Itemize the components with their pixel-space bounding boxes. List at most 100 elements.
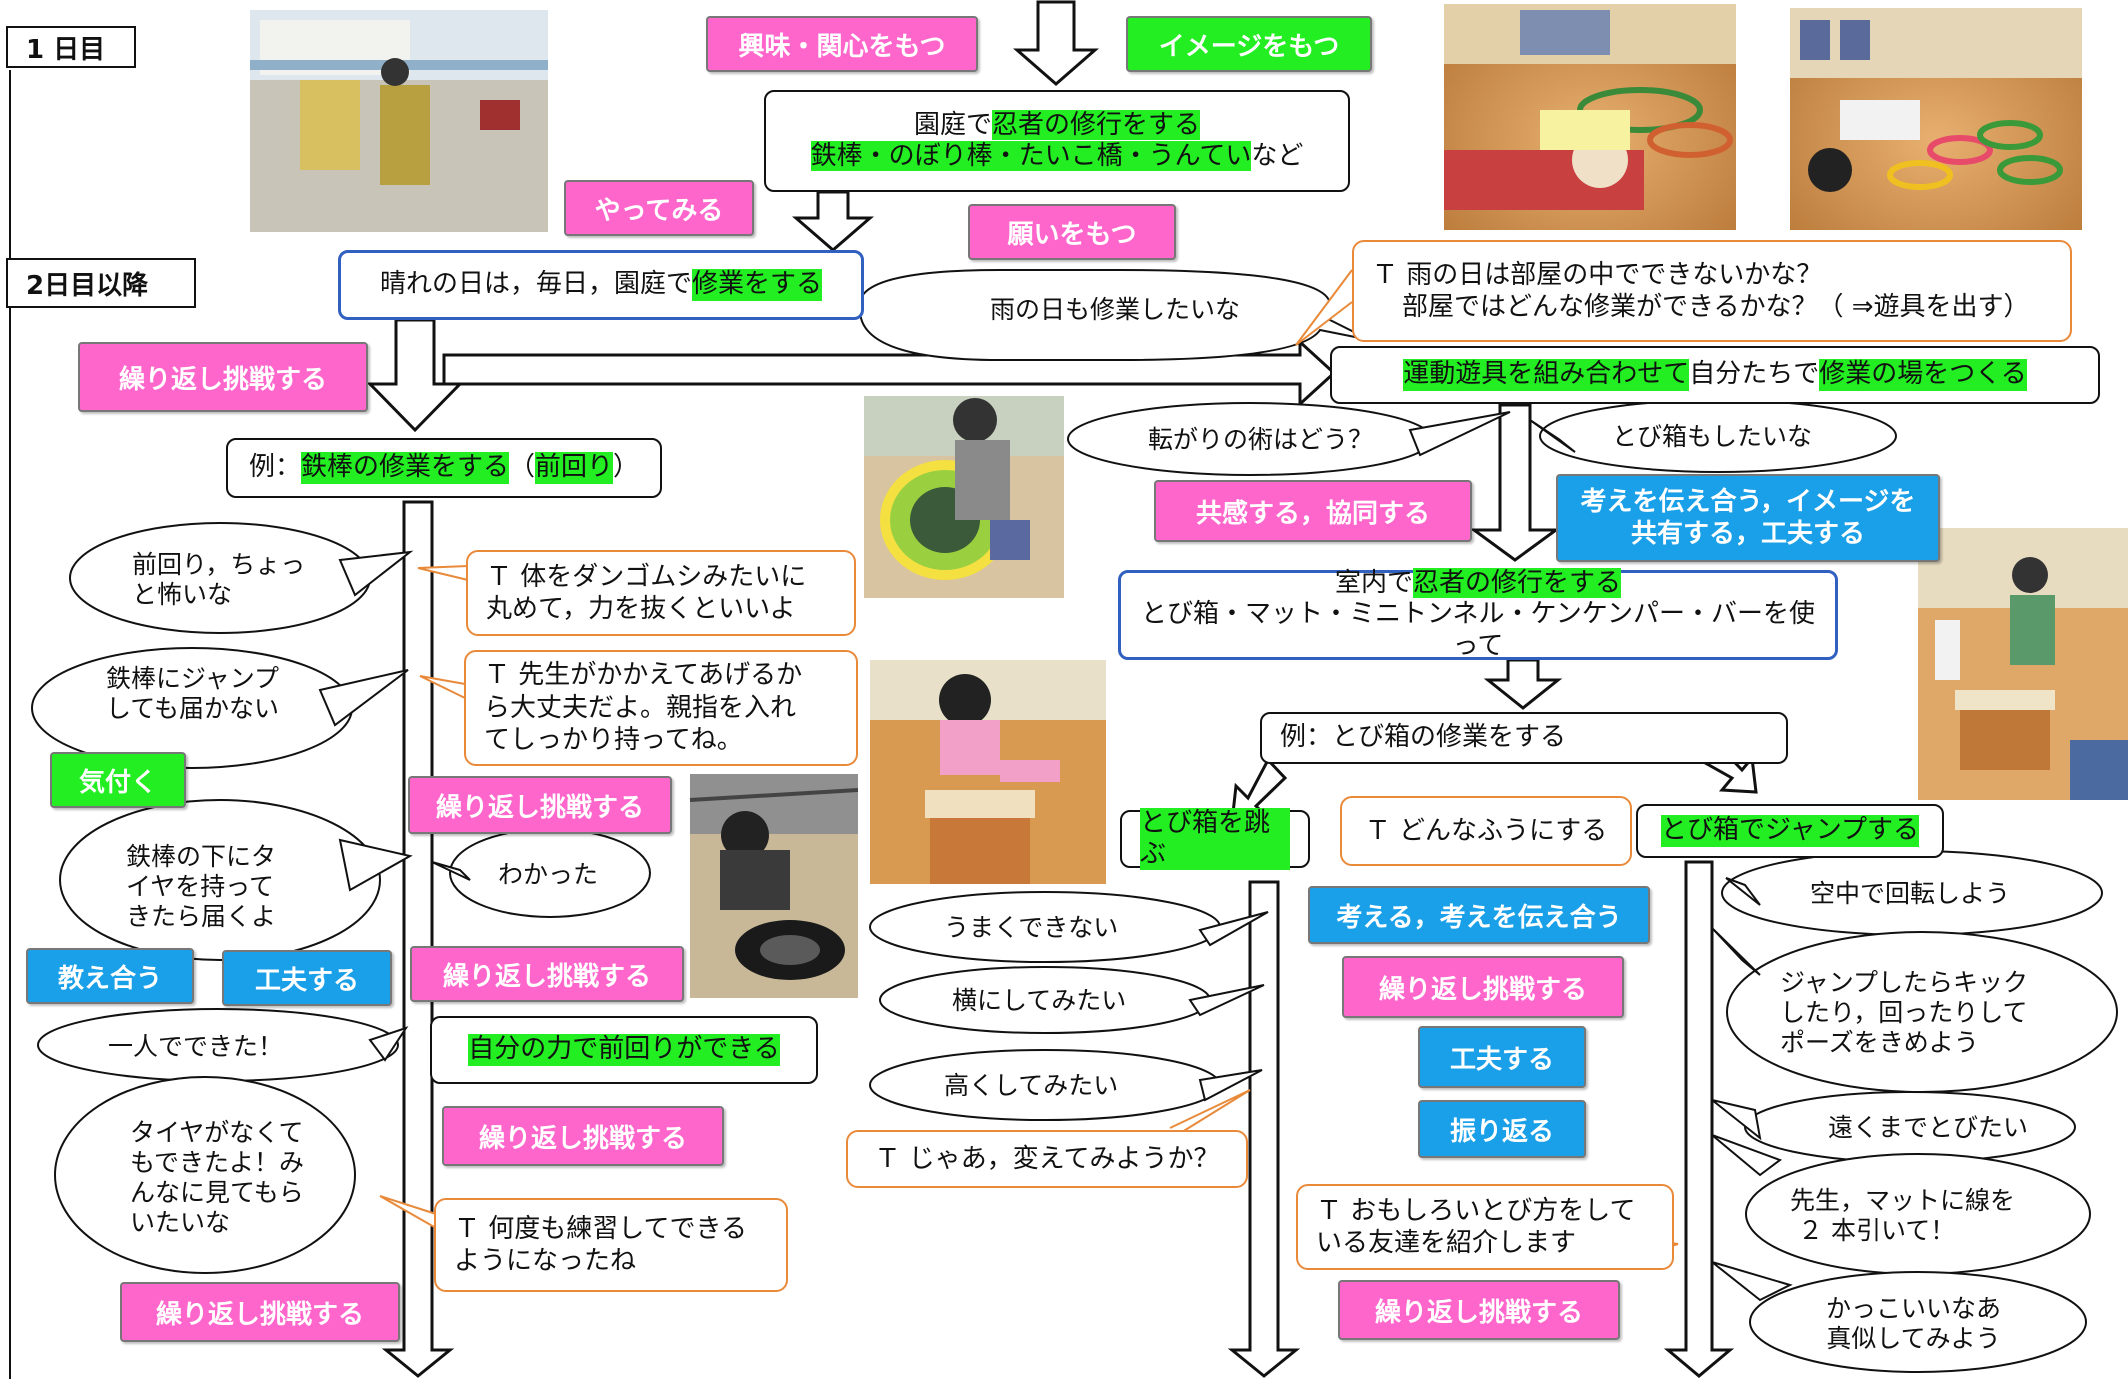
tag-kangae-kyoyu: 考えを伝え合う，イメージを 共有する，工夫する (1556, 474, 1940, 562)
t7-line1: Ｔ おもしろいとび方をして (1316, 1195, 1636, 1226)
tag-kangae-line2: 共有する，工夫する (1630, 519, 1865, 549)
t4-line1: Ｔ 雨の日は部屋の中でできないかな？ (1372, 259, 1823, 290)
arrow-down-hare (366, 318, 464, 433)
box-tobibako-tobu: とび箱を跳ぶ (1120, 807, 1310, 871)
nakute-line3: んなに見てもら (130, 1178, 304, 1207)
box-shitsunai-ninja: 室内で忍者の修行をする とび箱・マット・ミニトンネル・ケンケンパー・バーを使って (1118, 568, 1838, 661)
photo-iron-bar-outdoor (250, 10, 548, 232)
taiya-line1: 鉄棒の下にタ (126, 842, 277, 871)
shitsunai-equipment: とび箱・マット・ミニトンネル・ケンケンパー・バーを使って (1141, 599, 1815, 661)
sen-line1: 先生，マットに線を (1790, 1186, 2016, 1215)
bubble-taiya: 鉄棒の下にタ イヤを持って きたら届くよ (126, 842, 276, 932)
t3-line2: ようになったね (454, 1246, 637, 1276)
bubble-kick: ジャンプしたらキック したり，回ったりして ポーズをきめよう (1780, 968, 2028, 1058)
tag-negai: 願いをもつ (968, 204, 1176, 260)
photo-gym-hoops (1790, 8, 2082, 230)
tobu-highlight: とび箱を跳ぶ (1140, 807, 1290, 871)
photo-mini-tunnel (864, 396, 1064, 598)
tag-kyomi: 興味・関心をもつ (706, 16, 978, 72)
jump-line1: 鉄棒にジャンプ (106, 664, 280, 693)
tag-kurikaeshi-4: 繰り返し挑戦する (442, 1106, 724, 1166)
bubble-nakute: タイヤがなくて もできたよ！み んなに見てもら いたいな (130, 1118, 304, 1238)
shitsunai-prefix: 室内で (1334, 568, 1413, 599)
hare-text: 晴れの日は，毎日，園庭で (379, 269, 692, 300)
bubble-tobibako-shitai: とび箱もしたいな (1612, 422, 1813, 451)
tag-kurikaeshi-5: 繰り返し挑戦する (120, 1282, 400, 1342)
tag-kangaeru: 考える，考えを伝え合う (1308, 886, 1650, 944)
undo-highlight-1: 運動遊具を組み合わせて (1403, 359, 1690, 391)
bubble-wakatta: わかった (498, 860, 599, 889)
tag-furikaeru: 振り返る (1418, 1100, 1586, 1158)
tag-image: イメージをもつ (1126, 16, 1372, 72)
t2-line1: Ｔ 先生がかかえてあげるか (484, 660, 803, 691)
tag-oshieau: 教え合う (26, 948, 194, 1004)
t7-line2: いる友達を紹介します (1316, 1228, 1577, 1258)
hare-highlight: 修業をする (692, 269, 823, 301)
bubble-korogari: 転がりの術はどう？ (1148, 425, 1374, 454)
rei1-paren-open: （ (508, 452, 535, 483)
teacher-kaete: Ｔ じゃあ，変えてみようか？ (846, 1130, 1248, 1188)
arrow-down-shitsunai (1483, 658, 1563, 710)
speech-bubbles (31, 269, 2118, 1373)
t2-line3: てしっかり持ってね。 (484, 725, 743, 756)
box-rei-tetsubou: 例：鉄棒の修業をする（前回り） (226, 438, 662, 498)
taiya-line3: きたら届くよ (126, 902, 277, 931)
rei1-paren-close: ） (613, 452, 640, 483)
kick-line3: ポーズをきめよう (1780, 1028, 1979, 1057)
shitsunai-highlight: 忍者の修行をする (1413, 568, 1622, 599)
box-rei-tobibako: 例：とび箱の修業をする (1260, 712, 1788, 764)
tag-kurikaeshi-2: 繰り返し挑戦する (408, 776, 672, 834)
rei1-maemawari: 前回り (535, 452, 614, 484)
bubble-maemawari: 前回り，ちょっ と怖いな (132, 550, 305, 610)
teacher-donna: Ｔ どんなふうにする (1340, 796, 1632, 866)
kakkoii-line2: 真似してみよう (1826, 1324, 2001, 1353)
teacher-dangomushi: Ｔ 体をダンゴムシみたいに 丸めて，力を抜くといいよ (466, 550, 856, 636)
rei1-highlight: 鉄棒の修業をする (300, 452, 509, 484)
nakute-line2: もできたよ！み (130, 1148, 305, 1177)
teacher-nandomo: Ｔ 何度も練習してできる ようになったね (434, 1198, 788, 1292)
arrow-down-entei (791, 190, 875, 252)
box-hare-shugyo: 晴れの日は，毎日，園庭で修業をする (338, 250, 864, 320)
t3-line1: Ｔ 何度も練習してできる (454, 1213, 747, 1244)
teacher-shokai: Ｔ おもしろいとび方をして いる友達を紹介します (1296, 1184, 1674, 1270)
jump-highlight: とび箱でジャンプする (1661, 815, 1919, 847)
arrow-timeline-right (1663, 860, 1735, 1378)
box-entei-ninja: 園庭で忍者の修行をする 鉄棒・のぼり棒・たいこ橋・うんていなど (764, 90, 1350, 192)
entei-highlight: 忍者の修行をする (992, 109, 1201, 140)
kick-line1: ジャンプしたらキック (1780, 968, 2029, 997)
teacher-kakaete: Ｔ 先生がかかえてあげるか ら大丈夫だよ。親指を入れ てしっかり持ってね。 (464, 650, 858, 766)
taiya-line2: イヤを持って (126, 872, 275, 901)
day2-label: 2日目以降 (6, 258, 196, 308)
arrow-down-undo (1469, 403, 1561, 562)
bubble-takaku: 高くしてみたい (944, 1071, 1119, 1100)
day1-label: 1 日目 (6, 26, 136, 68)
photo-tire-iron-bar (689, 774, 859, 998)
bubble-yoko: 横にしてみたい (952, 986, 1127, 1015)
tag-kurikaeshi-3: 繰り返し挑戦する (410, 946, 684, 1002)
bubble-ame-text: 雨の日も修業したいな (990, 295, 1241, 324)
nakute-line1: タイヤがなくて (130, 1118, 304, 1147)
bubble-sen: 先生，マットに線を ２ 本引いて！ (1790, 1186, 2015, 1246)
undo-highlight-2: 修業の場をつくる (1819, 359, 2027, 391)
box-undo-yugu: 運動遊具を組み合わせて自分たちで修業の場をつくる (1330, 346, 2100, 404)
t1-line2: 丸めて，力を抜くといいよ (486, 594, 796, 624)
tag-kangae-line1: 考えを伝え合う，イメージを (1580, 486, 1916, 517)
arrow-down-top (1012, 0, 1100, 86)
t2-line2: ら大丈夫だよ。親指を入れ (484, 692, 797, 723)
jiriki-highlight: 自分の力で前回りができる (468, 1034, 780, 1066)
box-tobibako-jump: とび箱でジャンプする (1636, 804, 1944, 858)
tag-kufu-2: 工夫する (1418, 1026, 1586, 1088)
maemawari-line2: と怖いな (132, 580, 233, 609)
entei-suffix: など (1251, 141, 1304, 171)
tag-yattemiru: やってみる (564, 180, 754, 236)
undo-middle: 自分たちで (1689, 359, 1820, 390)
t4-line2: 部屋ではどんな修業ができるかな？（ ⇒遊具を出す） (1402, 292, 2030, 322)
box-jiriki-maemawari: 自分の力で前回りができる (430, 1016, 818, 1084)
arrow-timeline-left (381, 500, 455, 1378)
nakute-line4: いたいな (130, 1208, 231, 1237)
sen-line2: ２ 本引いて！ (1798, 1216, 1956, 1245)
bubble-kuchu: 空中で回転しよう (1810, 879, 2011, 908)
tag-kurikaeshi-6: 繰り返し挑戦する (1342, 956, 1624, 1018)
kick-line2: したり，回ったりして (1780, 998, 2028, 1027)
